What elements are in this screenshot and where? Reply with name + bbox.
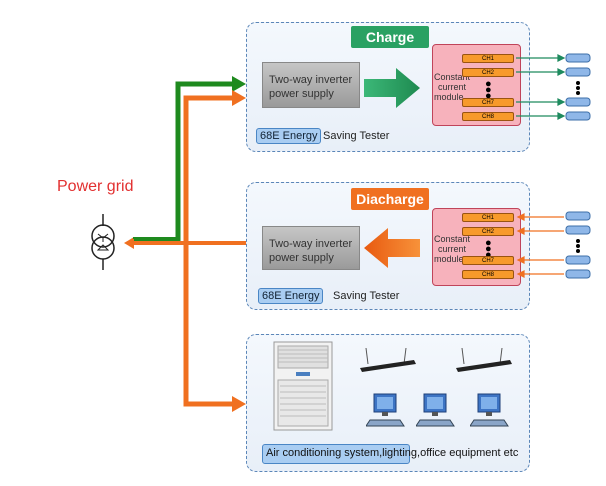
- discharge-direction-arrow: [364, 228, 420, 268]
- loads-label-highlight: [262, 444, 410, 464]
- discharge-module-line1: Constant: [434, 234, 471, 244]
- charge-module-line3: module: [434, 92, 464, 102]
- charge-flow-line: [133, 81, 232, 244]
- battery-icon: [565, 211, 591, 279]
- discharge-inverter-line1: Two-way inverter: [269, 238, 353, 250]
- charge-tester-text: Saving Tester: [323, 130, 390, 142]
- computer-icon: [416, 393, 455, 427]
- charge-energy-tag: 68E Energy: [256, 128, 322, 144]
- air-conditioner-icon: [273, 341, 333, 431]
- discharge-return-arrowhead: [124, 237, 134, 249]
- charge-inverter-box: Two-way inverter power supply: [262, 62, 360, 108]
- power-grid-label: Power grid: [57, 178, 134, 195]
- charge-module-line1: Constant: [434, 72, 471, 82]
- charge-title: Charge: [351, 26, 429, 48]
- discharge-module-line2: current: [438, 244, 467, 254]
- charge-module-line2: current: [438, 82, 467, 92]
- loads-label: Air conditioning system,lighting,office …: [266, 447, 519, 459]
- discharge-module-label: Constant current module: [434, 234, 470, 264]
- charge-inverter-line1: Two-way inverter: [269, 74, 353, 86]
- charge-channel-ellipsis: ●●●: [485, 78, 492, 102]
- discharge-channel-ellipsis: ●●●: [485, 237, 492, 261]
- discharge-module-line3: module: [434, 254, 464, 264]
- computer-icon: [470, 393, 509, 427]
- charge-channel-ch8: CH8: [462, 112, 514, 121]
- transformer-icon: [91, 214, 115, 270]
- discharge-energy-tag: 68E Energy: [258, 288, 324, 304]
- charge-module-label: Constant current module: [434, 72, 470, 102]
- charge-battery-stack: [565, 53, 591, 121]
- charge-flow-arrowhead: [232, 76, 246, 92]
- orange-branch-loads: [183, 243, 232, 407]
- orange-branch-charge: [183, 95, 232, 243]
- charge-channel-ch7: CH7: [462, 98, 514, 107]
- discharge-channel-ch8: CH8: [462, 270, 514, 279]
- discharge-inverter-box: Two-way inverter power supply: [262, 226, 360, 270]
- charge-output-arrows: [516, 54, 566, 120]
- charge-direction-arrow: [364, 68, 420, 108]
- ceiling-light-icon: [456, 347, 512, 372]
- computer-icon: [366, 393, 405, 427]
- discharge-battery-stack: [565, 211, 591, 279]
- charge-channel-ch2: CH2: [462, 68, 514, 77]
- ceiling-light-icon: [360, 347, 416, 372]
- discharge-title: Diacharge: [351, 188, 429, 210]
- discharge-input-arrows: [516, 213, 564, 278]
- discharge-channel-ch2: CH2: [462, 227, 514, 236]
- discharge-channel-ch7: CH7: [462, 256, 514, 265]
- discharge-tester-text: Saving Tester: [333, 290, 400, 302]
- orange-branch-charge-arrowhead: [232, 90, 246, 106]
- charge-channel-ch1: CH1: [462, 54, 514, 63]
- orange-branch-loads-arrowhead: [232, 396, 246, 412]
- charge-inverter-line2: power supply: [269, 88, 334, 100]
- discharge-channel-ch1: CH1: [462, 213, 514, 222]
- battery-icon: [565, 53, 591, 121]
- discharge-inverter-line2: power supply: [269, 252, 334, 264]
